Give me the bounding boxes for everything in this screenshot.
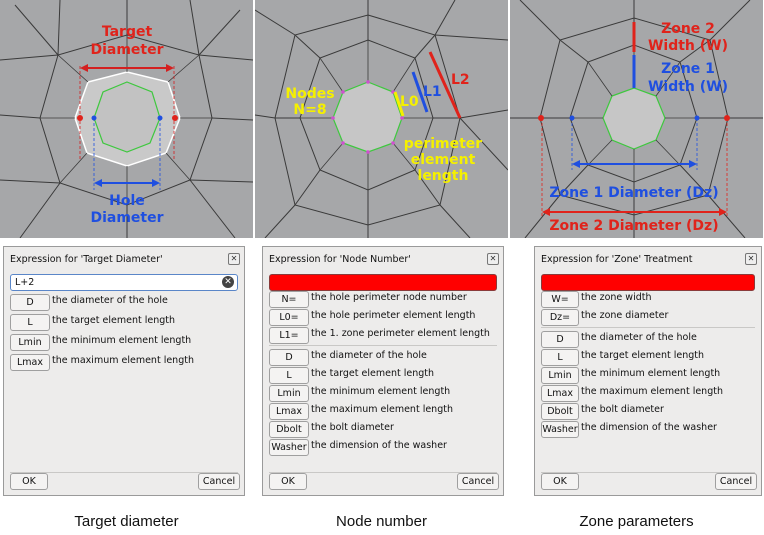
item-description: the hole perimeter node number: [311, 292, 467, 303]
divider: [541, 472, 755, 473]
insert-l-button[interactable]: L: [269, 367, 309, 384]
item-description: the dimension of the washer: [311, 440, 447, 451]
item-description: the minimum element length: [581, 368, 721, 379]
close-icon[interactable]: ✕: [228, 253, 240, 265]
length-label: length: [418, 168, 469, 184]
item-description: the minimum element length: [52, 335, 192, 346]
expression-value: L+2: [15, 277, 35, 288]
item-description: the target element length: [581, 350, 704, 361]
insert-dz-button[interactable]: Dz=: [541, 309, 579, 326]
item-description: the bolt diameter: [311, 422, 394, 433]
expression-input[interactable]: L+2 ✕: [10, 274, 238, 291]
close-icon[interactable]: ✕: [487, 253, 499, 265]
clear-input-icon[interactable]: ✕: [222, 276, 234, 288]
insert-lmax-button[interactable]: Lmax: [541, 385, 579, 402]
zone-treatment-dialog: Expression for 'Zone' Treatment ✕ W= the…: [534, 246, 762, 496]
item-description: the diameter of the hole: [581, 332, 697, 343]
insert-d-button[interactable]: D: [10, 294, 50, 311]
item-description: the hole perimeter element length: [311, 310, 476, 321]
cancel-button[interactable]: Cancel: [715, 473, 757, 490]
element-label: element: [411, 152, 476, 168]
insert-lmin-button[interactable]: Lmin: [10, 334, 50, 351]
ok-button[interactable]: OK: [541, 473, 579, 490]
divider: [269, 472, 497, 473]
item-description: the 1. zone perimeter element length: [311, 328, 490, 339]
insert-l1-button[interactable]: L1=: [269, 327, 309, 344]
target-diameter-dialog: Expression for 'Target Diameter' ✕ L+2 ✕…: [3, 246, 245, 496]
caption-target-diameter: Target diameter: [74, 513, 179, 530]
insert-dbolt-button[interactable]: Dbolt: [541, 403, 579, 420]
diameter-label: Diameter: [90, 42, 163, 58]
insert-dbolt-button[interactable]: Dbolt: [269, 421, 309, 438]
hole-diameter-label: Diameter: [90, 210, 163, 226]
l0-label: L0: [400, 94, 419, 110]
perimeter-label: perimeter: [404, 136, 482, 152]
dialog-title: Expression for 'Node Number': [269, 254, 411, 265]
item-description: the maximum element length: [311, 404, 453, 415]
l2-label: L2: [451, 72, 470, 88]
item-description: the minimum element length: [311, 386, 451, 397]
insert-l0-button[interactable]: L0=: [269, 309, 309, 326]
cancel-button[interactable]: Cancel: [457, 473, 499, 490]
item-description: the maximum element length: [52, 355, 194, 366]
item-description: the target element length: [311, 368, 434, 379]
target-diameter-mesh-image: Target Diameter Hole Diameter: [0, 0, 253, 238]
caption-zone-parameters: Zone parameters: [579, 513, 694, 530]
close-icon[interactable]: ✕: [745, 253, 757, 265]
cancel-button[interactable]: Cancel: [198, 473, 240, 490]
ok-button[interactable]: OK: [10, 473, 48, 490]
dialog-title: Expression for 'Target Diameter': [10, 254, 163, 265]
item-description: the diameter of the hole: [311, 350, 427, 361]
item-description: the target element length: [52, 315, 175, 326]
expression-input[interactable]: [541, 274, 755, 291]
insert-washer-button[interactable]: Washer: [269, 439, 309, 456]
ok-button[interactable]: OK: [269, 473, 307, 490]
n8-label: N=8: [293, 102, 326, 118]
node-number-mesh-image: Nodes N=8 L0 L1 L2 perimeter element len…: [255, 0, 508, 238]
zone1-diameter-label: Zone 1 Diameter (Dz): [549, 185, 718, 201]
divider: [269, 345, 497, 346]
item-description: the maximum element length: [581, 386, 723, 397]
insert-washer-button[interactable]: Washer: [541, 421, 579, 438]
dialog-title: Expression for 'Zone' Treatment: [541, 254, 693, 265]
insert-lmax-button[interactable]: Lmax: [269, 403, 309, 420]
insert-lmin-button[interactable]: Lmin: [269, 385, 309, 402]
divider: [10, 472, 238, 473]
zone-parameters-mesh-image: Zone 2 Width (W) Zone 1 Width (W) Zone 1…: [510, 0, 763, 238]
insert-d-button[interactable]: D: [269, 349, 309, 366]
zone2-label: Zone 2: [661, 21, 715, 37]
item-description: the dimension of the washer: [581, 422, 717, 433]
insert-l-button[interactable]: L: [10, 314, 50, 331]
insert-w-button[interactable]: W=: [541, 291, 579, 308]
divider: [541, 327, 755, 328]
hole-label: Hole: [109, 193, 145, 209]
zone1-label: Zone 1: [661, 61, 715, 77]
zone1-width-label: Width (W): [648, 79, 728, 95]
item-description: the zone width: [581, 292, 652, 303]
insert-d-button[interactable]: D: [541, 331, 579, 348]
insert-n-button[interactable]: N=: [269, 291, 309, 308]
item-description: the diameter of the hole: [52, 295, 168, 306]
zone2-width-label: Width (W): [648, 38, 728, 54]
item-description: the zone diameter: [581, 310, 669, 321]
insert-l-button[interactable]: L: [541, 349, 579, 366]
l1-label: L1: [423, 84, 442, 100]
node-number-dialog: Expression for 'Node Number' ✕ N= the ho…: [262, 246, 504, 496]
target-label: Target: [102, 24, 153, 40]
nodes-label: Nodes: [285, 86, 334, 102]
expression-input[interactable]: [269, 274, 497, 291]
caption-node-number: Node number: [336, 513, 427, 530]
insert-lmax-button[interactable]: Lmax: [10, 354, 50, 371]
insert-lmin-button[interactable]: Lmin: [541, 367, 579, 384]
item-description: the bolt diameter: [581, 404, 664, 415]
zone2-diameter-label: Zone 2 Diameter (Dz): [549, 218, 718, 234]
